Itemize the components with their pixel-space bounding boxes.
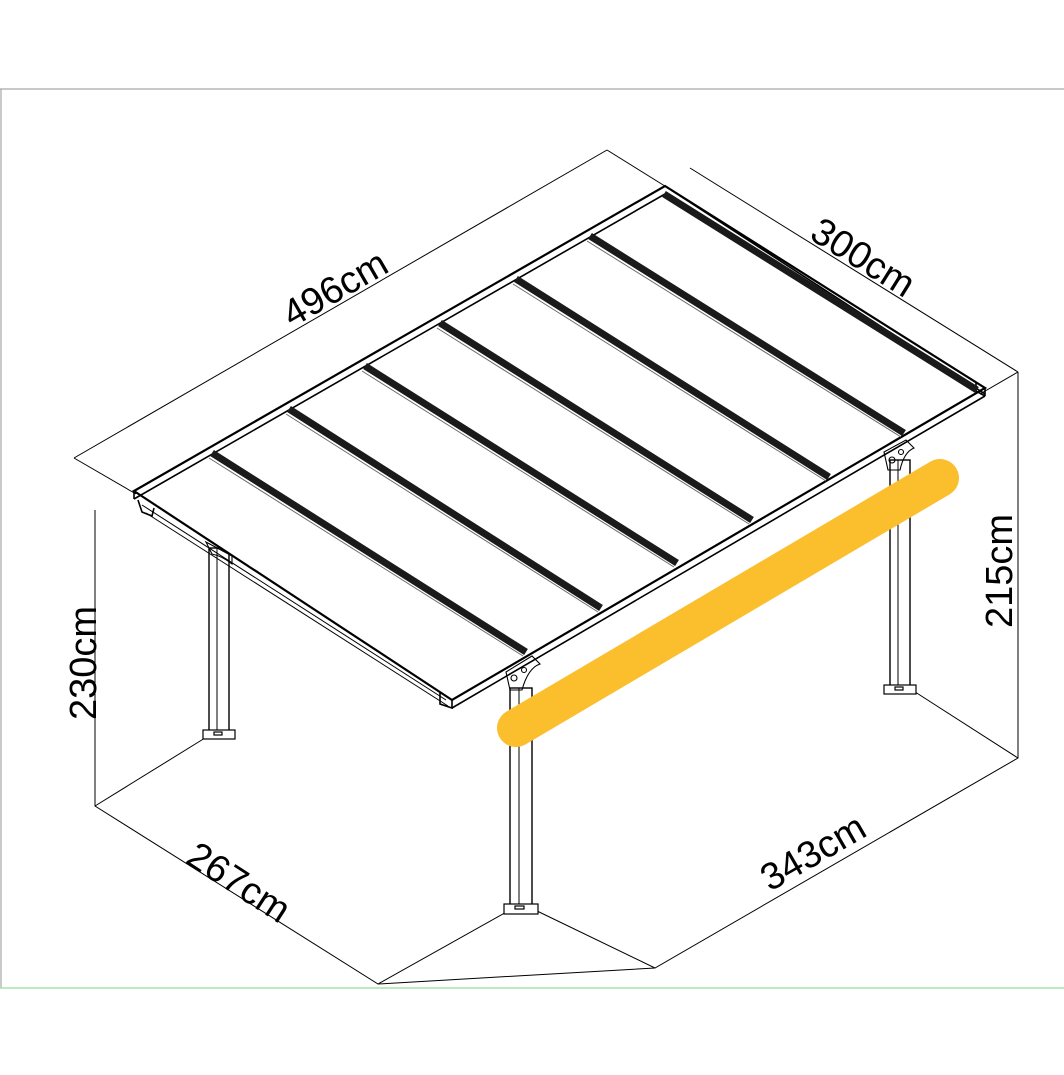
bracket-front-left [204,540,233,566]
front-height-dimension-label: 230cm [63,606,105,720]
length-dimension-label: 496cm [276,242,396,335]
rear-height-dimension-label: 215cm [979,514,1021,628]
bracket-front-right [505,655,542,691]
front-beam-highlight [497,459,959,747]
bracket-rear-right [883,439,915,471]
roof-panel-surface [136,188,982,700]
depth-dimension-label: 267cm [179,834,298,931]
ground-outline [94,372,1019,985]
top-dimension-lines [73,149,1019,495]
post-front-left [202,547,236,740]
roof-rafters [208,191,979,657]
roof-frame [131,184,988,710]
span-dimension-label: 343cm [754,806,874,899]
